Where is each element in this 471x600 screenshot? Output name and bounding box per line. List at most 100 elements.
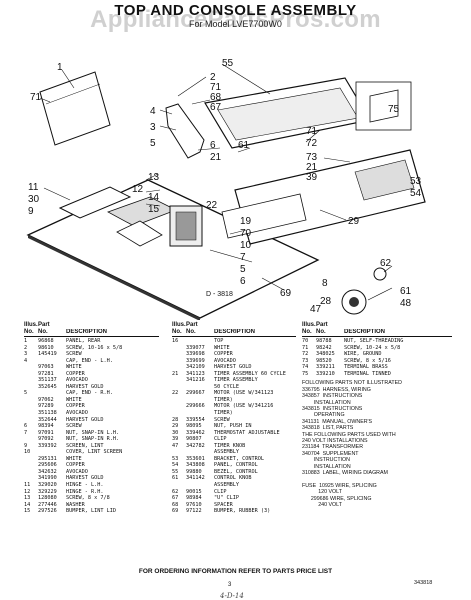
note-line: 343857 INSTRUCTIONS [302, 393, 363, 400]
parts-cell-desc: AVOCADO [66, 377, 88, 384]
parts-cell-no: 14 [24, 501, 31, 508]
parts-cell-desc: BUMPER, LINT LID [66, 508, 116, 515]
ordering-note: FOR ORDERING INFORMATION REFER TO PARTS … [138, 568, 333, 575]
parts-cell-no: 1 [24, 338, 28, 344]
parts-cell-desc: HINGE - L.H. [66, 482, 104, 489]
callout: 9 [28, 206, 34, 217]
parts-cell-desc: SCREW, 8 x 5/16 [344, 357, 391, 364]
parts-cell-desc: TIMER ASSEMBLY [214, 377, 258, 384]
parts-cell-part: 351137 [38, 377, 57, 384]
callout: 15 [148, 204, 160, 215]
parts-cell-no: 21 [172, 370, 179, 377]
page-title: TOP AND CONSOLE ASSEMBLY [114, 2, 357, 19]
parts-cell-desc: CONTROL KNOB [214, 475, 252, 482]
note-line: 310883 LABEL, WIRING DIAGRAM [302, 469, 388, 476]
note-line: 240 VOLT INSTALLATIONS [302, 437, 368, 444]
note-line: 336795 HARNESS, WIRING [302, 386, 371, 393]
parts-cell-desc: SCREW [66, 351, 82, 358]
parts-cell-no: 9 [24, 442, 28, 449]
parts-cell-no: 12 [24, 488, 31, 495]
callout: 3 [150, 122, 156, 133]
parts-cell-no: 6 [24, 423, 28, 430]
parts-cell-part: 342109 [186, 364, 205, 371]
note-line: 343815 INSTRUCTIONS [302, 405, 363, 412]
parts-cell-part: 343808 [186, 462, 205, 469]
parts-cell-desc: ASSEMBLY [214, 449, 239, 456]
parts-cell-no: 11 [24, 482, 31, 489]
control-bracket [221, 193, 307, 239]
parts-cell-part: 341216 [186, 377, 205, 384]
callout: 6 [210, 140, 216, 151]
parts-cell-desc: TIMER KNOB [214, 442, 246, 449]
callout: 72 [306, 138, 318, 149]
parts-cell-part: 90015 [186, 488, 202, 495]
callout: 8 [322, 278, 328, 289]
parts-cell-part: 97281 [38, 370, 54, 377]
parts-cell-part: 339211 [316, 364, 335, 371]
note-line: INSTALLATION [302, 463, 351, 470]
callout: 2 [210, 72, 216, 83]
callout: 69 [280, 288, 292, 299]
callout: 5 [240, 264, 246, 275]
note-line: FUSE 10925 WIRE, SPLICING [302, 482, 377, 489]
callout: 53 [410, 176, 422, 187]
parts-cell-part: 277446 [38, 501, 57, 508]
note-line: 340704 SUPPLEMENT [302, 450, 359, 457]
parts-cell-desc: WHITE [66, 364, 82, 371]
parts-cell-part: 98984 [186, 495, 202, 502]
callout: 54 [410, 188, 422, 199]
parts-cell-desc: BRACKET, CONTROL [214, 455, 264, 462]
parts-cell-no: 30 [172, 429, 179, 436]
callout: 5 [150, 138, 156, 149]
callout: 75 [388, 104, 400, 115]
parts-cell-desc: HARVEST GOLD [66, 383, 104, 390]
parts-cell-no: 68 [172, 501, 179, 508]
note-line: THE FOLLOWING PARTS USED WITH [302, 431, 396, 438]
parts-cell-part: 97063 [38, 364, 54, 371]
note-line: 231184 TRANSFORMER [302, 444, 364, 451]
control-knob [373, 267, 387, 281]
column-header: Illus. Part [24, 322, 50, 328]
parts-cell-part: 295131 [38, 455, 57, 462]
parts-cell-desc: WIRE, GROUND [344, 351, 382, 358]
parts-cell-part: 341142 [186, 475, 205, 482]
callout: 70 [240, 228, 252, 239]
lint-screen [116, 220, 163, 247]
callout: 68 [210, 92, 222, 103]
end-cap-left [165, 103, 205, 159]
note-line: 120 VOLT [302, 489, 342, 496]
column-header: Illus. Part [172, 322, 198, 328]
parts-cell-part: 98394 [38, 423, 54, 430]
callout: 28 [320, 296, 332, 307]
parts-cell-desc: CLIP [214, 436, 227, 443]
parts-cell-desc: "U" CLIP [214, 495, 239, 502]
cabinet-top-front-edge [28, 235, 200, 320]
parts-cell-desc: SCREW, 8 x 7/8 [66, 495, 110, 502]
parts-cell-desc: NUT, SNAP-IN R.H. [66, 436, 120, 443]
parts-cell-no: 53 [172, 455, 179, 462]
parts-cell-desc: NUT, SELF-THREADING [344, 338, 404, 344]
parts-cell-part: 145419 [38, 351, 57, 358]
parts-cell-no: 73 [302, 357, 309, 364]
parts-cell-no: 22 [172, 390, 179, 397]
parts-cell-desc: CLIP [214, 488, 227, 495]
parts-cell-part: 342632 [38, 468, 57, 475]
